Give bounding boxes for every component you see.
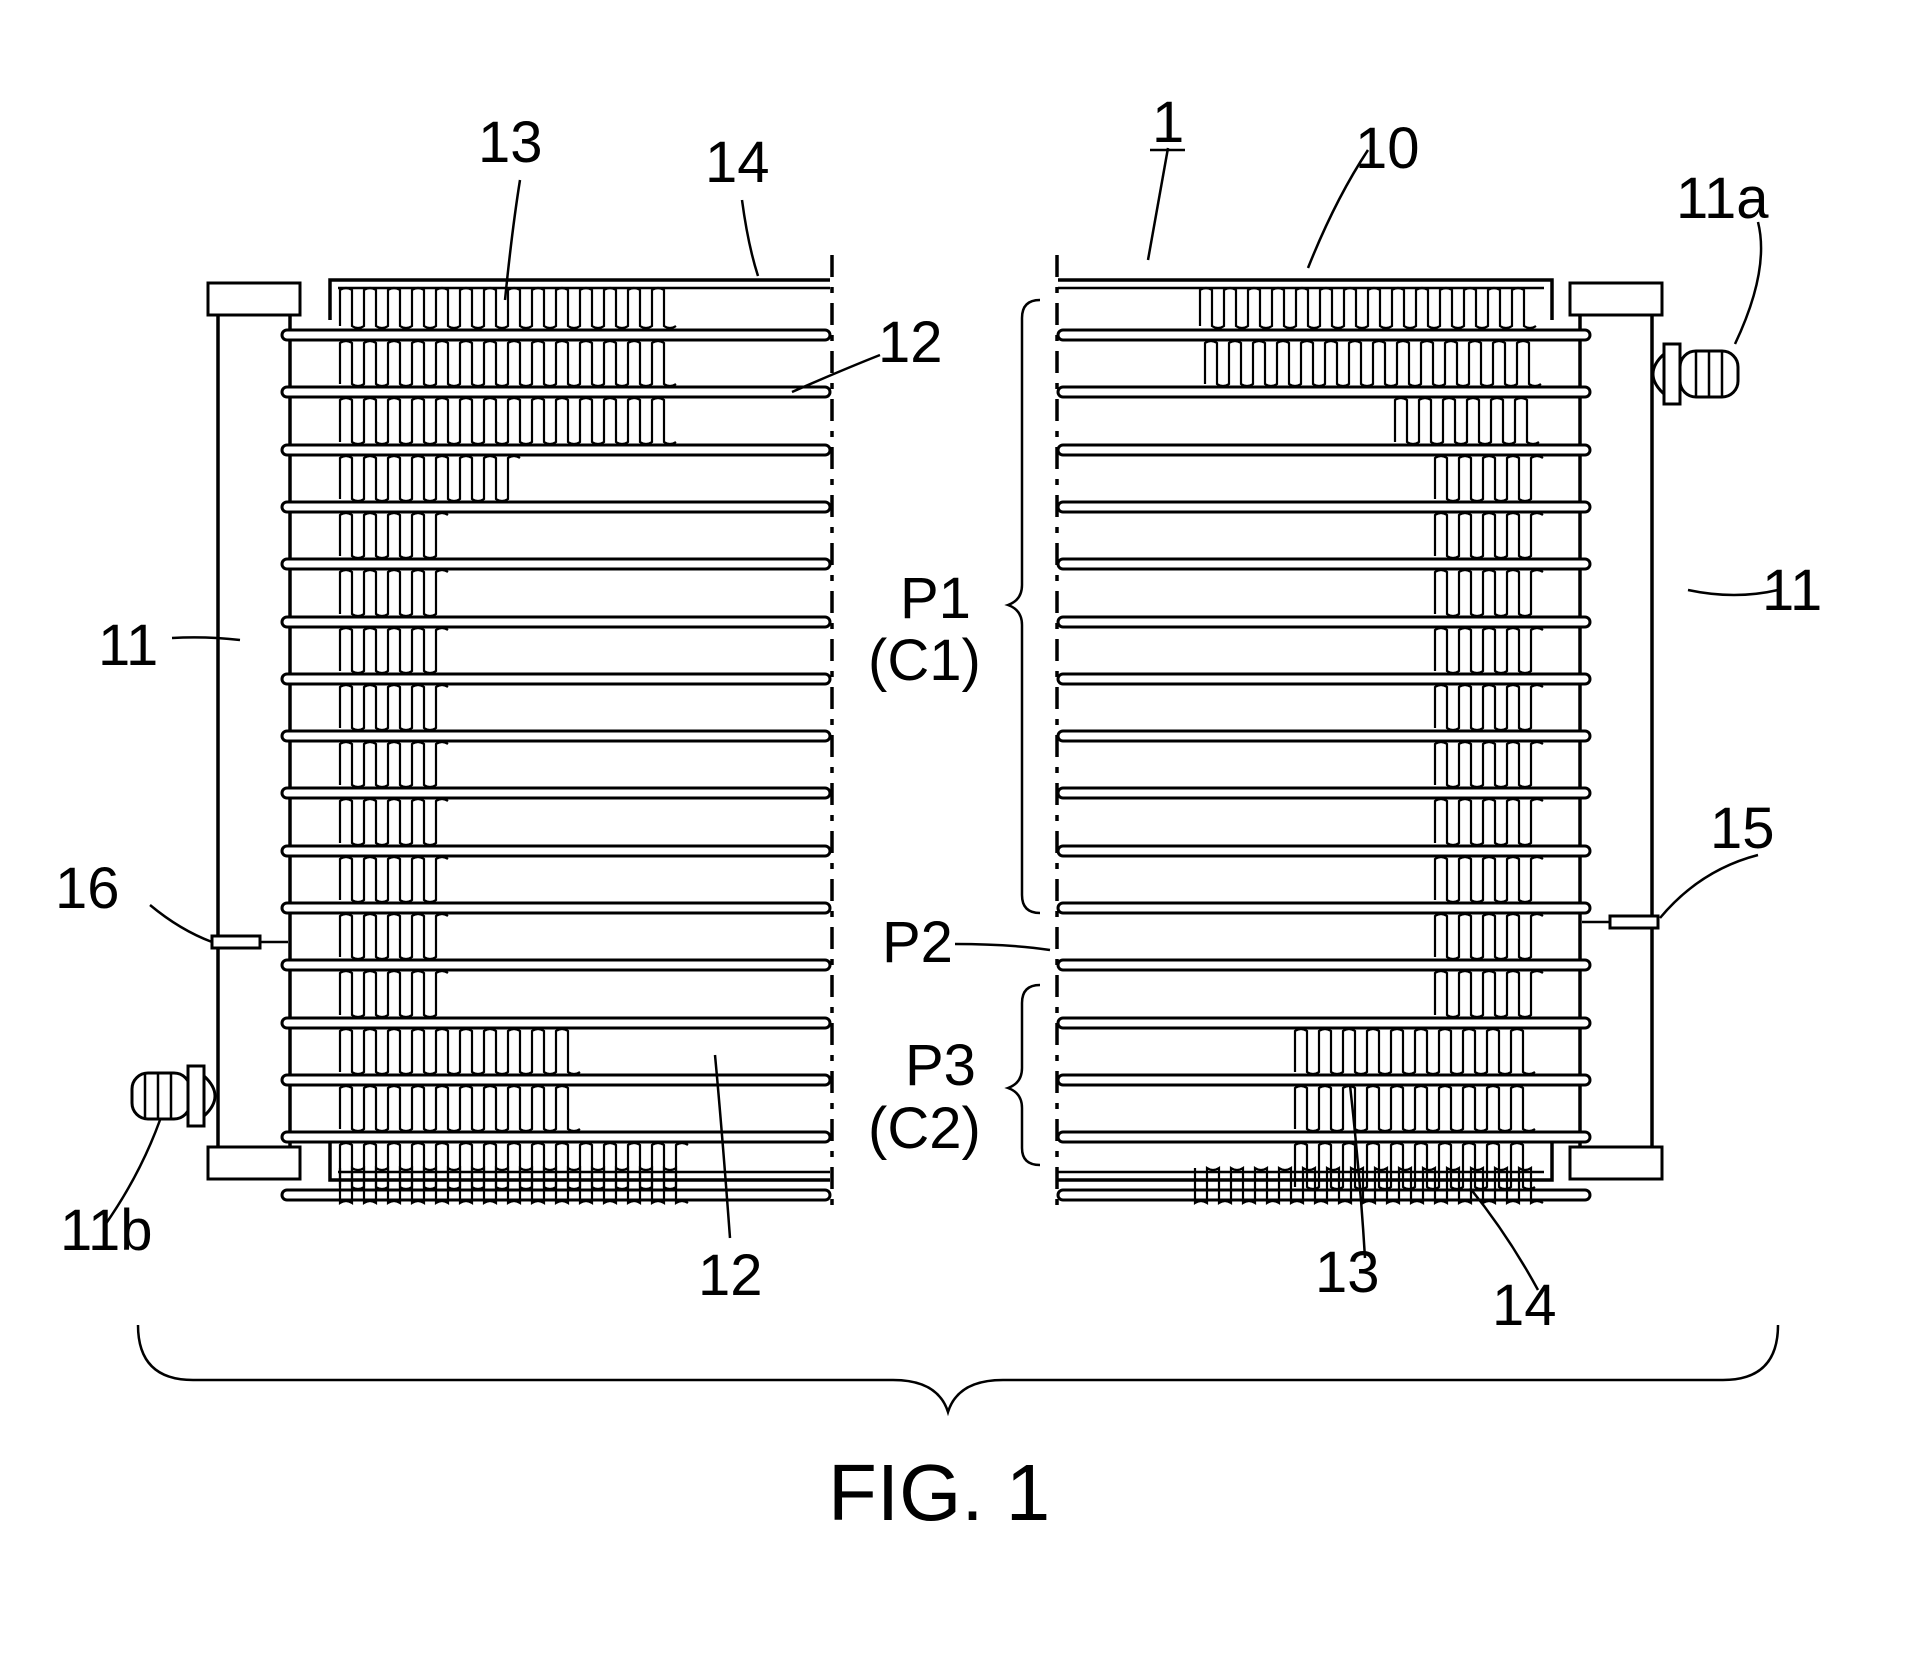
right-fin-row <box>1435 513 1543 558</box>
right-fin-row <box>1435 971 1543 1017</box>
label-1: 1 <box>1152 90 1184 155</box>
label-11b: 11b <box>60 1198 152 1263</box>
right-tube <box>1058 1075 1590 1085</box>
right-tube <box>1058 731 1590 741</box>
label-13-bottom: 13 <box>1315 1240 1380 1305</box>
right-fin-row <box>1435 570 1543 616</box>
left-fin-row <box>340 288 676 328</box>
left-inlet-pipe-11b <box>132 1066 215 1126</box>
label-P1: P1 <box>900 566 971 631</box>
label-14-top: 14 <box>705 130 770 195</box>
left-fin-row <box>340 513 448 558</box>
left-fin-row <box>340 628 448 673</box>
bracket-P3 <box>1008 985 1040 1165</box>
right-side-plate-bottom <box>1058 1140 1552 1180</box>
right-inlet-pipe-11a <box>1653 344 1738 404</box>
left-tube <box>282 788 830 798</box>
left-fin-row <box>340 971 448 1017</box>
right-fin-row <box>1295 1086 1535 1131</box>
left-tube <box>282 960 830 970</box>
right-fin-row <box>1435 799 1543 845</box>
right-fin-row <box>1205 341 1541 386</box>
right-partition-15 <box>1582 916 1658 928</box>
right-tube <box>1058 330 1590 340</box>
right-tube <box>1058 1018 1590 1028</box>
left-tube <box>282 559 830 569</box>
label-11-right: 11 <box>1762 558 1822 623</box>
label-15: 15 <box>1710 796 1775 861</box>
left-fin-row <box>340 570 448 616</box>
right-fin-row <box>1435 685 1543 730</box>
right-fin-row <box>1295 1143 1535 1189</box>
left-tube <box>282 1132 830 1142</box>
right-tube <box>1058 846 1590 856</box>
left-fin-row <box>340 799 448 845</box>
left-partition-16 <box>212 936 288 948</box>
right-tube <box>1058 445 1590 455</box>
left-tube <box>282 445 830 455</box>
label-11a: 11a <box>1676 166 1769 231</box>
label-12-bottom: 12 <box>698 1243 763 1308</box>
right-tube <box>1058 903 1590 913</box>
right-fin-row <box>1295 1029 1535 1074</box>
label-14-bottom: 14 <box>1492 1273 1557 1338</box>
right-fins <box>1195 288 1543 1203</box>
left-tube <box>282 731 830 741</box>
left-tube <box>282 674 830 684</box>
right-fin-row <box>1435 456 1543 501</box>
right-tube <box>1058 788 1590 798</box>
figure-caption: FIG. 1 <box>828 1448 1050 1537</box>
left-tube <box>282 617 830 627</box>
left-tube <box>282 502 830 512</box>
left-fin-row <box>340 398 676 444</box>
left-fin-row <box>340 1086 580 1131</box>
right-fin-row <box>1435 914 1543 959</box>
right-fin-row <box>1200 288 1536 328</box>
right-fin-row <box>1435 628 1543 673</box>
right-fin-row <box>1395 398 1539 444</box>
label-10: 10 <box>1355 116 1420 181</box>
left-fin-row <box>340 857 448 902</box>
right-fin-row <box>1435 857 1543 902</box>
bracket-P1 <box>1008 300 1040 913</box>
right-fin-row <box>1435 742 1543 787</box>
right-side-plate-top <box>1058 280 1552 320</box>
label-12-top: 12 <box>878 310 943 375</box>
label-16: 16 <box>55 856 120 921</box>
label-P3: P3 <box>905 1033 976 1098</box>
right-tube <box>1058 960 1590 970</box>
left-fin-row <box>340 1143 688 1189</box>
right-tube <box>1058 1190 1590 1200</box>
label-11-left: 11 <box>98 613 158 678</box>
right-tube <box>1058 559 1590 569</box>
left-fins <box>340 288 688 1203</box>
left-tube <box>282 330 830 340</box>
left-tube <box>282 903 830 913</box>
right-tube <box>1058 617 1590 627</box>
left-fin-row <box>340 1029 580 1074</box>
left-tube <box>282 1075 830 1085</box>
left-fin-row <box>340 456 520 501</box>
label-13-top: 13 <box>478 110 543 175</box>
left-tube <box>282 387 830 397</box>
left-fin-row <box>340 341 676 386</box>
right-tube <box>1058 674 1590 684</box>
left-fin-row <box>340 742 448 787</box>
left-tube <box>282 1018 830 1028</box>
right-tube <box>1058 1132 1590 1142</box>
right-tube <box>1058 502 1590 512</box>
right-tube <box>1058 387 1590 397</box>
left-tube <box>282 846 830 856</box>
overall-brace <box>138 1325 1778 1412</box>
label-P2: P2 <box>882 910 953 975</box>
left-fin-row <box>340 685 448 730</box>
left-fin-row <box>340 914 448 959</box>
label-C1: (C1) <box>868 628 981 693</box>
label-C2: (C2) <box>868 1096 981 1161</box>
